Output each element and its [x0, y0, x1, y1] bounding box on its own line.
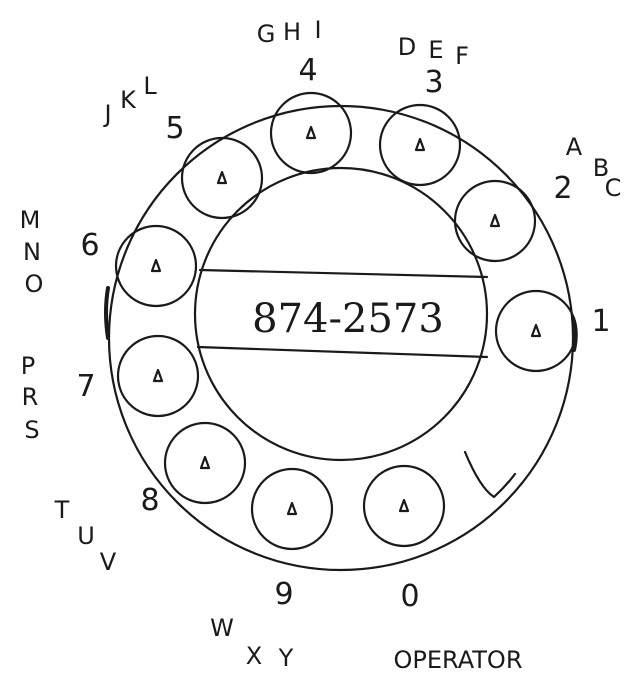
finger-hole-circle: [182, 138, 262, 218]
letter-label-l: L: [143, 72, 157, 100]
hole-triangle-icon: [532, 325, 540, 336]
hole-triangle-icon: [307, 127, 315, 138]
finger-hole-3[interactable]: [380, 105, 460, 185]
finger-hole-9[interactable]: [252, 469, 332, 549]
finger-hole-4[interactable]: [271, 93, 351, 173]
hole-triangle-icon: [154, 370, 162, 381]
letter-label-s: S: [24, 416, 39, 444]
finger-hole-7[interactable]: [118, 336, 198, 416]
digit-label-8: 8: [140, 483, 159, 518]
ring-mark-left: [106, 288, 108, 338]
letter-label-m: M: [20, 206, 41, 234]
letter-label-h: H: [283, 18, 301, 46]
letter-label-v: V: [100, 548, 117, 576]
finger-hole-5[interactable]: [182, 138, 262, 218]
finger-hole-circle: [380, 105, 460, 185]
letter-label-j: J: [102, 100, 111, 128]
finger-hole-circle: [118, 336, 198, 416]
letter-label-e: E: [428, 36, 443, 64]
digit-label-9: 9: [274, 577, 293, 612]
phone-number: 874-2573: [252, 296, 444, 342]
digit-label-4: 4: [298, 53, 317, 88]
digit-label-0: 0: [400, 579, 419, 614]
letter-label-f: F: [455, 42, 469, 70]
finger-hole-circle: [116, 226, 196, 306]
letter-label-t: T: [54, 496, 70, 524]
finger-hole-8[interactable]: [165, 423, 245, 503]
letter-label-r: R: [22, 383, 39, 411]
finger-hole-0[interactable]: [364, 466, 444, 546]
letter-label-o: O: [25, 270, 44, 298]
letter-label-p: P: [21, 352, 35, 380]
letter-label-a: A: [566, 133, 583, 161]
number-strip-bottom: [198, 347, 487, 357]
digit-label-7: 7: [76, 369, 95, 404]
operator-label: OPERATOR: [393, 646, 522, 674]
letter-label-d: D: [398, 33, 416, 61]
hole-triangle-icon: [218, 172, 226, 183]
letter-label-y: Y: [278, 644, 294, 672]
letter-label-c: C: [605, 174, 622, 202]
finger-stop: [465, 452, 515, 497]
finger-hole-circle: [496, 291, 576, 371]
finger-hole-circle: [271, 93, 351, 173]
finger-hole-circle: [364, 466, 444, 546]
digit-label-3: 3: [424, 65, 443, 100]
finger-hole-1[interactable]: [496, 291, 576, 371]
letter-label-k: K: [120, 86, 137, 114]
letter-label-x: X: [246, 642, 262, 670]
letter-label-u: U: [77, 522, 95, 550]
hole-triangle-icon: [416, 139, 424, 150]
number-strip-top: [200, 270, 487, 277]
hole-triangle-icon: [400, 500, 408, 511]
letter-label-w: W: [210, 614, 234, 642]
finger-hole-circle: [165, 423, 245, 503]
letter-label-n: N: [23, 238, 41, 266]
letter-label-i: I: [314, 16, 321, 44]
hole-triangle-icon: [152, 260, 160, 271]
hole-triangle-icon: [491, 215, 499, 226]
finger-hole-circle: [252, 469, 332, 549]
digit-label-2: 2: [553, 171, 572, 206]
digit-label-6: 6: [80, 228, 99, 263]
letter-label-g: G: [257, 20, 276, 48]
finger-hole-2[interactable]: [455, 181, 535, 261]
digit-label-5: 5: [165, 111, 184, 146]
finger-hole-6[interactable]: [116, 226, 196, 306]
digit-label-1: 1: [591, 304, 610, 339]
finger-hole-circle: [455, 181, 535, 261]
hole-triangle-icon: [201, 457, 209, 468]
hole-triangle-icon: [288, 503, 296, 514]
